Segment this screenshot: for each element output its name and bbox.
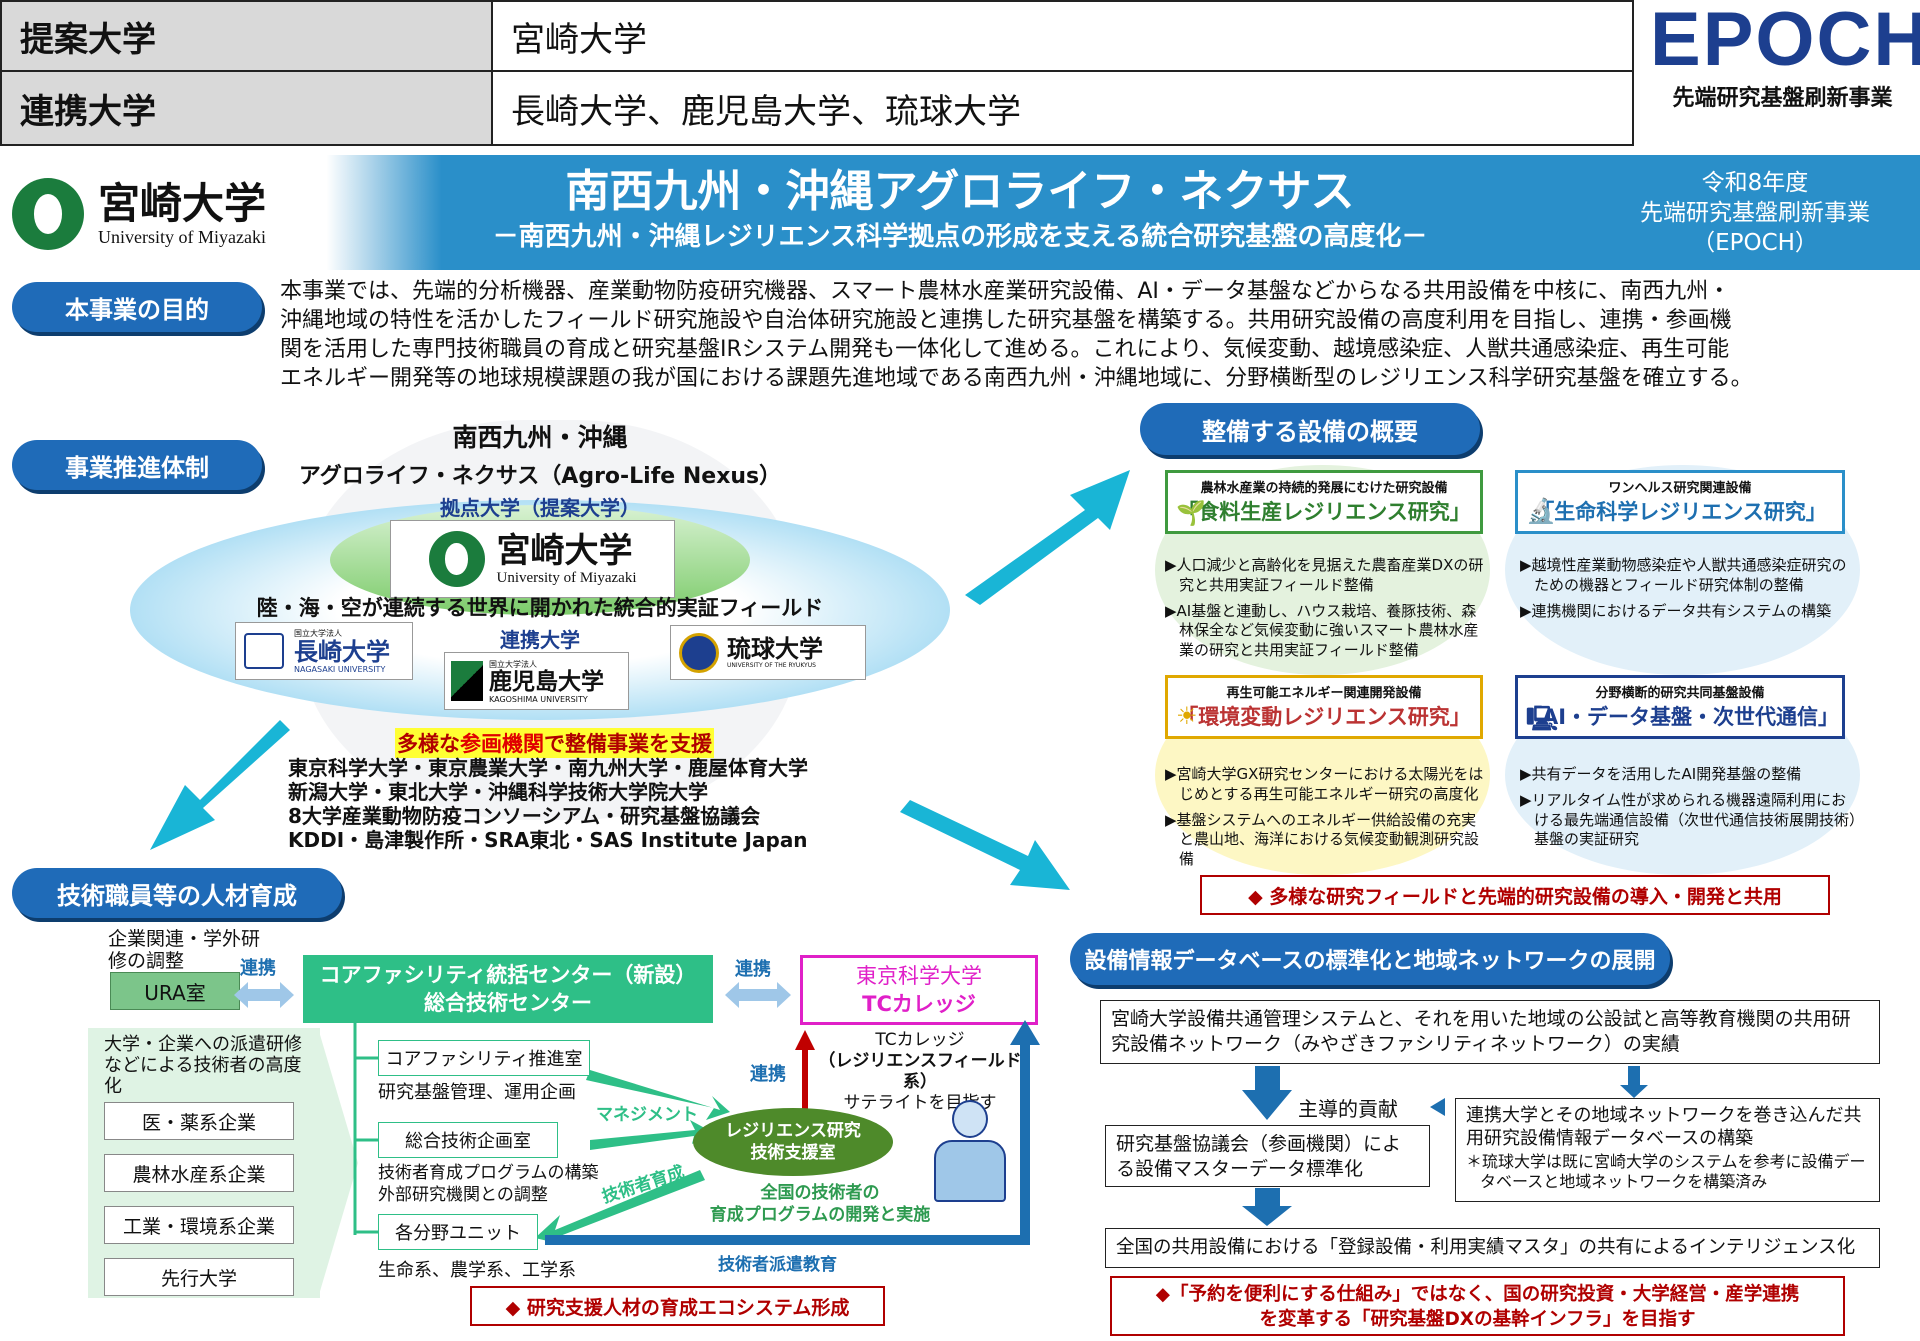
kagoshima-logo: 国立大学法人 鹿児島大学 KAGOSHIMA UNIVERSITY: [444, 652, 629, 710]
hub-label: 拠点大学（提案大学）: [440, 496, 640, 520]
dispatch-note: 大学・企業への派遣研修などによる技術者の高度化: [104, 1034, 302, 1097]
field-unit-desc: 生命系、農学系、工学系: [378, 1260, 576, 1281]
national-program: 全国の技術者の育成プログラムの開発と実施: [709, 1183, 931, 1225]
corp-training-note: 企業関連・学外研修の調整: [108, 928, 261, 972]
double-arrow-1: [234, 982, 294, 1008]
banner-title-block: 南西九州・沖縄アグロライフ・ネクサス －南西九州・沖縄レジリエンス科学拠点の形成…: [330, 165, 1590, 255]
kagoshima-mark-icon: [451, 661, 483, 701]
sprout-icon: 🌱: [1176, 499, 1206, 527]
link-label-2: 連携: [735, 959, 771, 980]
ai-bullets: ▶共有データを活用したAI開発基盤の整備▶リアルタイム性が求められる機器遠隔利用…: [1520, 765, 1857, 849]
core-facility-desc: 研究基盤管理、運用企画: [378, 1082, 576, 1103]
tech-planning-desc: 技術者育成プログラムの構築 外部研究機関との調整: [378, 1163, 599, 1205]
dispatch-chevron: [318, 1028, 358, 1298]
hub-university-logo: 宮崎大学 University of Miyazaki: [390, 520, 675, 598]
ryukyu-seal-icon: [679, 632, 719, 673]
computer-icon: 🖳: [1526, 705, 1559, 733]
equipment-label: 整備する設備の概要: [1140, 403, 1480, 455]
env-bullets: ▶宮崎大学GX研究センターにおける太陽光をはじめとする再生可能エネルギー研究の高…: [1165, 765, 1484, 869]
integrated-field-text: 陸・海・空が連続する世界に開かれた統合的実証フィールド: [256, 596, 824, 620]
link-label-3: 連携: [750, 1064, 786, 1085]
db-label: 設備情報データベースの標準化と地域ネットワークの展開: [1070, 933, 1670, 985]
link-label-1: 連携: [240, 958, 276, 979]
banner-university-logo: 宮崎大学 University of Miyazaki: [12, 170, 312, 258]
proposer-label: 提案大学: [0, 0, 493, 72]
category-industry: 工業・環境系企業: [104, 1206, 294, 1244]
technician-icon: [920, 1100, 1020, 1210]
hr-label: 技術職員等の人材育成: [12, 868, 342, 918]
db-left-box: 研究基盤協議会（参画機関）による設備マスターデータ標準化: [1105, 1125, 1430, 1187]
management-label: マネジメント: [596, 1105, 698, 1125]
ryukyu-logo: 琉球大学 UNIVERSITY OF THE RYUKYUS: [670, 625, 866, 680]
partner-univ-label: 連携大学: [500, 628, 580, 652]
dispatch-education-label: 技術者派遣教育: [718, 1255, 837, 1275]
epoch-logo: EPOCH 先端研究基盤刷新事業: [1650, 0, 1920, 112]
system-label: 事業推進体制: [12, 440, 262, 490]
hr-conclusion: ◆ 研究支援人材の育成エコシステム形成: [470, 1286, 885, 1326]
title-banner: [0, 155, 1920, 270]
purpose-label: 本事業の目的: [12, 282, 262, 332]
sun-icon: ☀: [1176, 702, 1198, 730]
category-agri: 農林水産系企業: [104, 1154, 294, 1192]
university-seal-icon: [12, 178, 84, 250]
project-subtitle: －南西九州・沖縄レジリエンス科学拠点の形成を支える統合研究基盤の高度化－: [492, 222, 1428, 252]
resilience-support-room: レジリエンス研究技術支援室: [693, 1108, 893, 1176]
participant-list: 東京科学大学・東京農業大学・南九州大学・鹿屋体育大学新潟大学・東北大学・沖縄科学…: [288, 756, 808, 852]
db-bottom-box: 全国の共用設備における「登録設備・利用実績マスタ」の共有によるインテリジェンス化: [1105, 1228, 1880, 1268]
ai-data-title: 分野横断的研究共同基盤設備 「AI・データ基盤・次世代通信」 🖳: [1515, 675, 1845, 739]
system-heading: 南西九州・沖縄 アグロライフ・ネクサス（Agro-Life Nexus）: [298, 423, 782, 489]
building-icon: [244, 633, 284, 669]
banner-side-info: 令和8年度先端研究基盤刷新事業（EPOCH）: [1640, 170, 1870, 256]
equipment-conclusion: ◆ 多様な研究フィールドと先端的研究設備の導入・開発と共用: [1200, 875, 1830, 915]
food-resilience-title: 農林水産業の持続的発展にむけた研究設備 「食料生産レジリエンス研究」 🌱: [1165, 470, 1483, 534]
category-leading-univ: 先行大学: [104, 1258, 294, 1296]
project-title: 南西九州・沖縄アグロライフ・ネクサス: [565, 166, 1355, 217]
purpose-text: 本事業では、先端的分析機器、産業動物防疫研究機器、スマート農林水産業研究設備、A…: [280, 279, 1753, 391]
microscope-icon: 🔬: [1526, 497, 1556, 525]
db-conclusion: ◆「予約を便利にする仕組み」ではなく、国の研究投資・大学経営・産学連携を変革する…: [1110, 1276, 1845, 1336]
category-medical: 医・薬系企業: [104, 1102, 294, 1140]
lead-contribution: 主導的貢献: [1298, 1097, 1398, 1121]
life-science-title: ワンヘルス研究関連設備 「生命科学レジリエンス研究」 🔬: [1515, 470, 1845, 534]
core-facility-office: コアファシリティ推進室: [378, 1040, 590, 1076]
db-right-box: 連携大学とその地域ネットワークを巻き込んだ共用研究設備情報データベースの構築 ＊…: [1455, 1098, 1880, 1202]
nagasaki-logo: 国立大学法人 長崎大学 NAGASAKI UNIVERSITY: [235, 622, 413, 680]
food-bullets: ▶人口減少と高齢化を見据えた農畜産業DXの研究と共用実証フィールド整備▶AI基盤…: [1165, 556, 1484, 660]
life-bullets: ▶越境性産業動物感染症や人獣共通感染症研究のための機器とフィールド研究体制の整備…: [1520, 556, 1847, 620]
core-facility-center: コアファシリティ統括センター（新設）総合技術センター: [303, 955, 713, 1023]
env-resilience-title: 再生可能エネルギー関連開発設備 「環境変動レジリエンス研究」 ☀: [1165, 675, 1483, 739]
field-unit: 各分野ユニット: [378, 1214, 538, 1250]
ura-office: URA室: [110, 972, 240, 1010]
partner-value: 長崎大学、鹿児島大学、琉球大学: [491, 70, 1634, 146]
db-top-box: 宮崎大学設備共通管理システムと、それを用いた地域の公設試と高等教育機関の共用研究…: [1100, 1000, 1880, 1064]
partner-label: 連携大学: [0, 70, 493, 146]
university-seal-icon: [428, 531, 485, 587]
double-arrow-2: [725, 982, 791, 1008]
support-banner: 多様な参画機関で整備事業を支援: [395, 728, 714, 758]
tech-planning-office: 総合技術企画室: [378, 1122, 558, 1158]
